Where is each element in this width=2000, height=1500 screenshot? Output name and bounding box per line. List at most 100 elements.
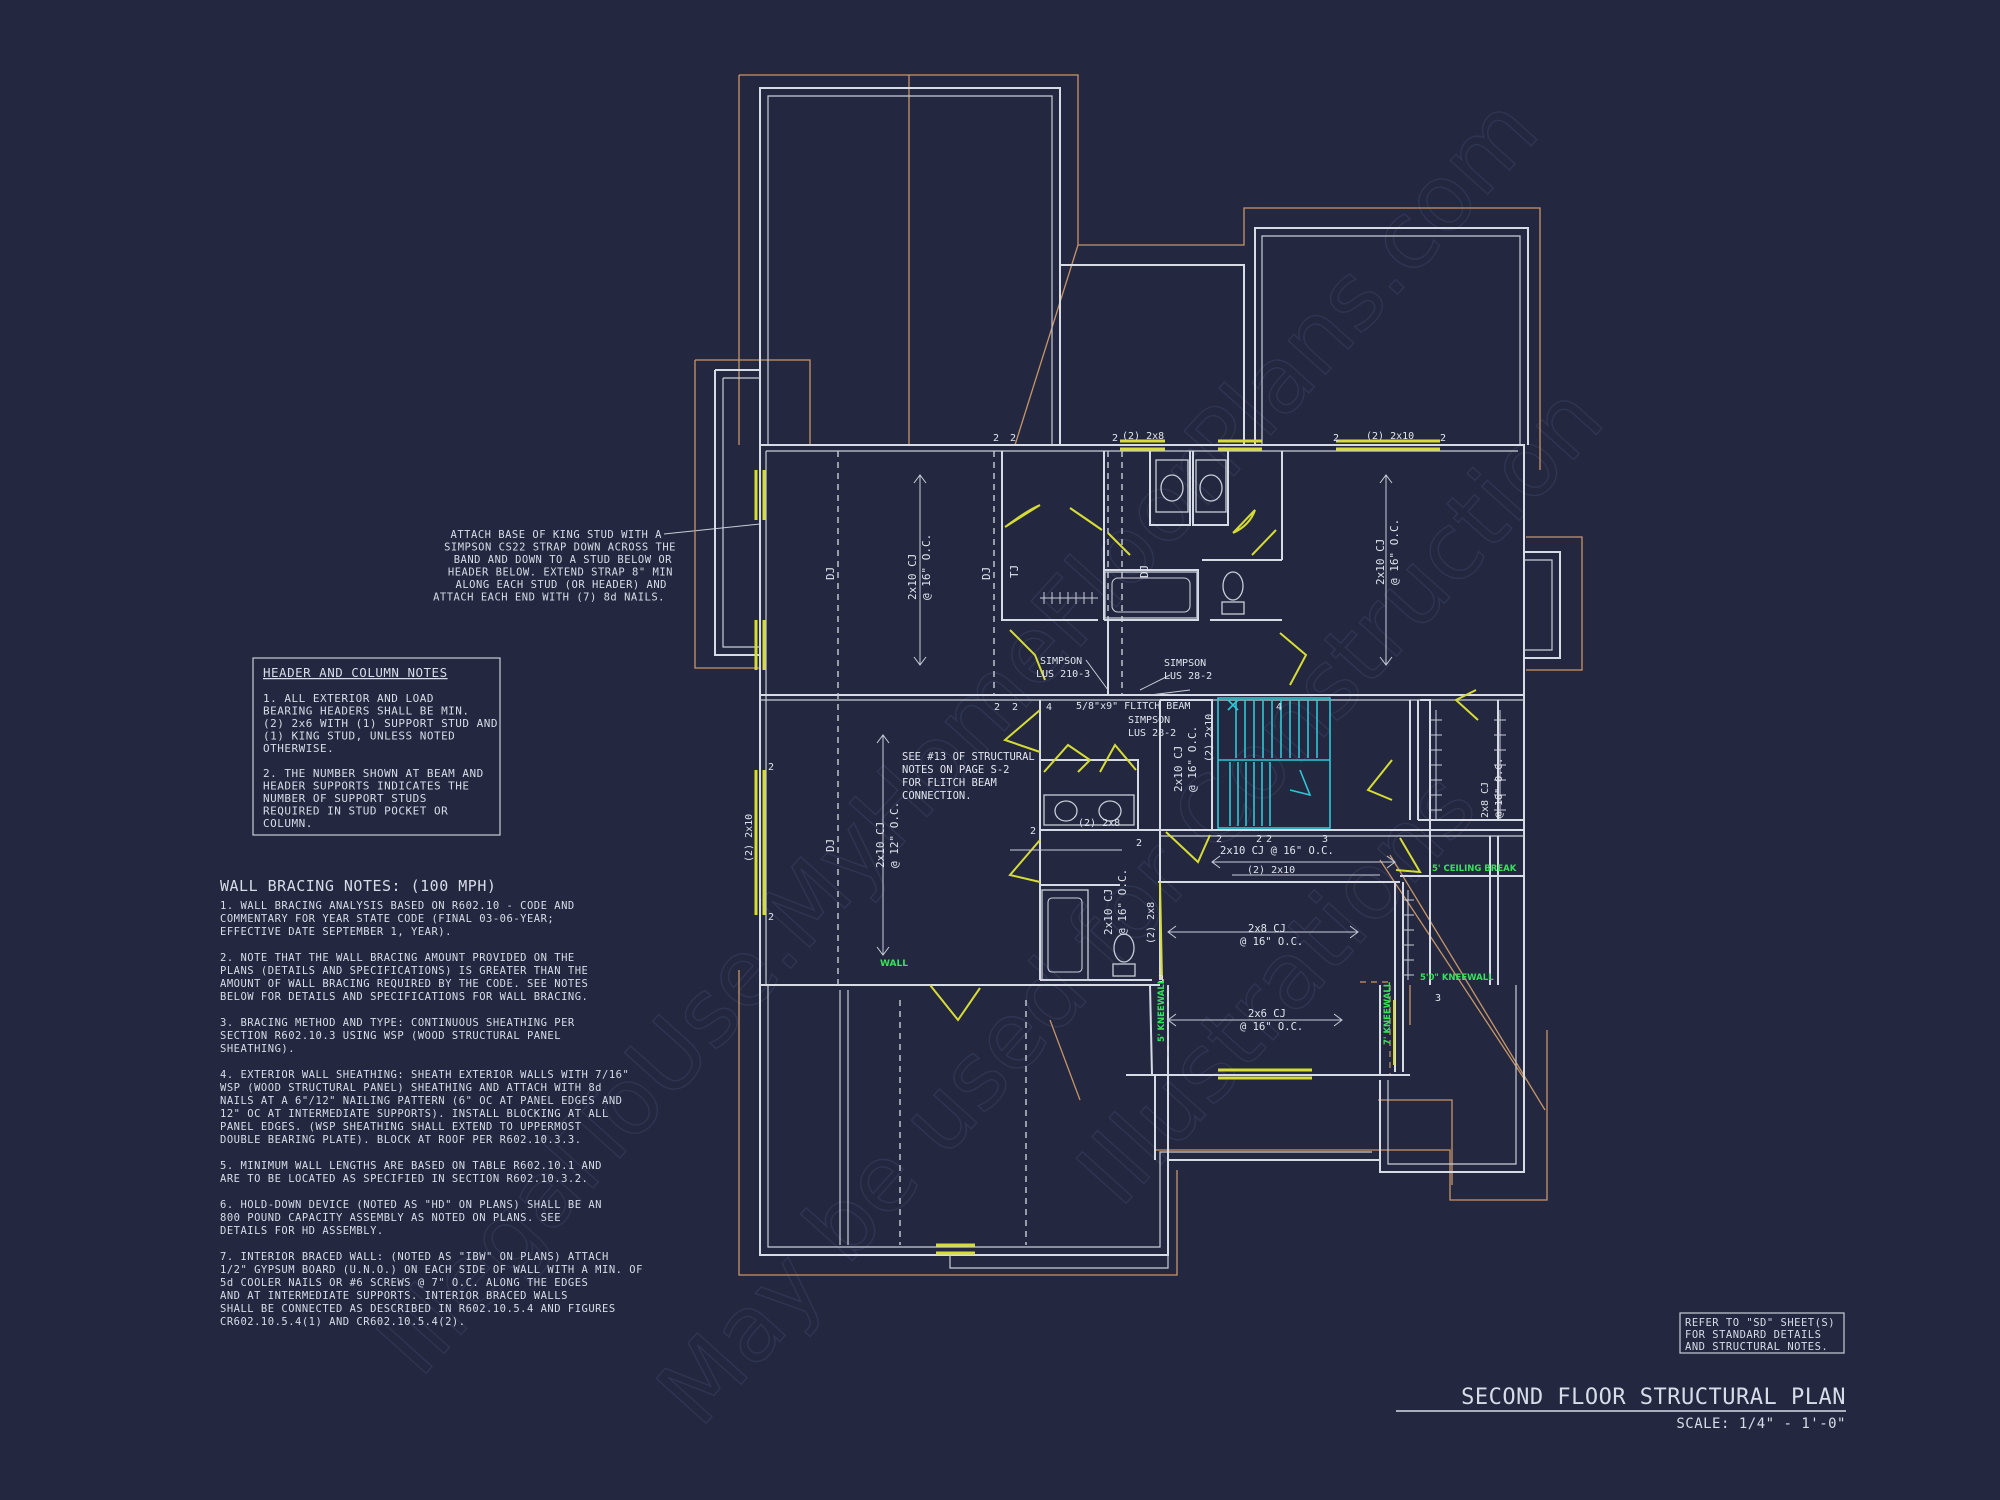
stair bbox=[1217, 697, 1331, 829]
wall bbox=[1149, 984, 1153, 1076]
wall-bracing-line: ARE TO BE LOCATED AS SPECIFIED IN SECTIO… bbox=[220, 1173, 588, 1185]
kneewall-note: 7' KNEEWALL bbox=[1383, 981, 1393, 1045]
king-stud-note-line: BAND AND DOWN TO A STUD BELOW OR bbox=[454, 554, 672, 566]
joist-spacing-label: @ 16" O.C. bbox=[1494, 758, 1505, 818]
joist-label: 2x10 CJ bbox=[1102, 889, 1115, 935]
wall-bracing-line: 6. HOLD-DOWN DEVICE (NOTED AS "HD" ON PL… bbox=[220, 1199, 602, 1211]
interior-walls bbox=[760, 451, 1524, 1160]
stud-count: 2 bbox=[1266, 834, 1272, 845]
king-stud-note-line: ATTACH EACH END WITH (7) 8d NAILS. bbox=[433, 592, 665, 604]
joist-label: 2x10 CJ bbox=[1172, 746, 1185, 792]
stud-count: 3 bbox=[1435, 993, 1441, 1004]
wall-bracing-line: PANEL EDGES. (WSP SHEATHING SHALL EXTEND… bbox=[220, 1121, 582, 1133]
door-swing bbox=[1232, 509, 1256, 534]
wall-bracing-line: 3. BRACING METHOD AND TYPE: CONTINUOUS S… bbox=[220, 1017, 575, 1029]
door-swing bbox=[1279, 632, 1308, 686]
roof-line bbox=[739, 74, 1541, 470]
plan-title: SECOND FLOOR STRUCTURAL PLAN bbox=[1461, 1385, 1846, 1410]
simpson-label: LUS 210-3 bbox=[1036, 669, 1090, 680]
leader-line bbox=[1085, 659, 1109, 691]
wall-bracing-line: AMOUNT OF WALL BRACING REQUIRED BY THE C… bbox=[220, 978, 588, 990]
simpson-label: SIMPSON bbox=[1164, 658, 1206, 669]
roof-line bbox=[1014, 244, 1079, 446]
notes-box bbox=[252, 657, 501, 836]
king-stud-note-line: HEADER BELOW. EXTEND STRAP 8" MIN bbox=[448, 567, 673, 579]
wall bbox=[1379, 985, 1525, 1173]
joist-label: 2x8 CJ bbox=[1480, 782, 1491, 818]
wall-bracing-line: DOUBLE BEARING PLATE). BLOCK AT ROOF PER… bbox=[220, 1134, 582, 1146]
ceiling-break-note: 5' CEILING BREAK bbox=[1432, 864, 1517, 874]
wall-note: WALL bbox=[880, 959, 908, 969]
stud-count: 2 bbox=[1012, 702, 1018, 713]
joist-spacing-label: @ 16" O.C. bbox=[920, 534, 933, 600]
wall-bracing-line: CR602.10.5.4(1) AND CR602.10.5.4(2). bbox=[220, 1316, 466, 1328]
wall bbox=[767, 985, 1372, 1248]
stud-count: 3 bbox=[1158, 974, 1164, 985]
joist-spacing-label: @ 16" O.C. bbox=[1186, 726, 1199, 792]
stud-count: 2 bbox=[768, 912, 774, 923]
wall bbox=[949, 1255, 1169, 1269]
stair-treads bbox=[1229, 700, 1318, 826]
roof-line bbox=[1360, 981, 1391, 1075]
stud-count: 2 bbox=[768, 762, 774, 773]
wall bbox=[1420, 699, 1431, 985]
window bbox=[754, 620, 766, 670]
header-label: (2) 2x8 bbox=[1146, 902, 1157, 944]
door-swing bbox=[1009, 629, 1046, 681]
wall-bracing-notes: WALL BRACING NOTES: (100 MPH) 1. WALL BR… bbox=[220, 877, 643, 1328]
header-note-line: BEARING HEADERS SHALL BE MIN. bbox=[263, 705, 470, 718]
plumbing-fixtures bbox=[1041, 459, 1245, 981]
header-note-line: OTHERWISE. bbox=[263, 742, 334, 755]
refer-box bbox=[1679, 1312, 1845, 1354]
dj-label: DJ bbox=[1138, 565, 1151, 578]
wall-bracing-line: 4. EXTERIOR WALL SHEATHING: SHEATH EXTER… bbox=[220, 1069, 629, 1081]
king-stud-note-line: ALONG EACH STUD (OR HEADER) AND bbox=[456, 579, 667, 591]
joist-label: 2x6 CJ bbox=[1248, 1008, 1286, 1020]
plan-scale: SCALE: 1/4" - 1'-0" bbox=[1676, 1416, 1846, 1432]
wall-bracing-line: EFFECTIVE DATE SEPTEMBER 1, YEAR). bbox=[220, 926, 452, 938]
sink-basin-icon bbox=[1054, 800, 1078, 822]
header-note-line: HEADER SUPPORTS INDICATES THE bbox=[263, 780, 470, 793]
plan-labels: (2) 2x8 (2) 2x10 2x10 CJ @ 16" O.C. 2x10… bbox=[744, 431, 1517, 1045]
king-stud-note: ATTACH BASE OF KING STUD WITH A SIMPSON … bbox=[433, 523, 761, 604]
door-swing bbox=[1454, 689, 1479, 721]
exterior-walls bbox=[714, 87, 1561, 1269]
joist-row-label: 2x10 CJ @ 16" O.C. bbox=[1220, 845, 1334, 857]
stud-count: 2 bbox=[1136, 838, 1142, 849]
roof-line bbox=[694, 360, 760, 669]
sink-icon bbox=[1195, 459, 1227, 513]
refer-line: FOR STANDARD DETAILS bbox=[1685, 1329, 1821, 1341]
joist-label: 2x10 CJ bbox=[874, 822, 887, 868]
title-block: SECOND FLOOR STRUCTURAL PLAN SCALE: 1/4"… bbox=[1396, 1385, 1846, 1432]
leader-line bbox=[663, 523, 761, 535]
roof-outline bbox=[694, 74, 1583, 1276]
dj-label: DJ bbox=[824, 567, 837, 580]
header-note-line: (2) 2x6 WITH (1) SUPPORT STUD AND bbox=[263, 717, 498, 730]
wall-bracing-line: BELOW FOR DETAILS AND SPECIFICATIONS FOR… bbox=[220, 991, 588, 1003]
header-notes-title: HEADER AND COLUMN NOTES bbox=[263, 665, 448, 680]
closet-shelving bbox=[1040, 592, 1506, 980]
wall bbox=[1160, 699, 1213, 830]
wall-bracing-line: 5. MINIMUM WALL LENGTHS ARE BASED ON TAB… bbox=[220, 1160, 602, 1172]
wall bbox=[760, 444, 1525, 985]
stud-count: 2 bbox=[993, 433, 999, 444]
wall bbox=[1149, 451, 1191, 526]
wall-bracing-line: 5d COOLER NAILS OR #6 SCREWS @ 7" O.C. A… bbox=[220, 1277, 588, 1289]
roof-line bbox=[738, 970, 1178, 1276]
wall-bracing-line: AND AT INTERMEDIATE SUPPORTS. INTERIOR B… bbox=[220, 1290, 568, 1302]
header-note-line: NUMBER OF SUPPORT STUDS bbox=[263, 792, 427, 805]
wall-bracing-line: SHALL BE CONNECTED AS DESCRIBED IN R602.… bbox=[220, 1303, 616, 1315]
wall bbox=[839, 990, 849, 1245]
stud-count: 2 bbox=[1112, 433, 1118, 444]
leader-line bbox=[1139, 674, 1171, 691]
dimension-arrow bbox=[876, 734, 890, 956]
bathtub-icon bbox=[1104, 571, 1198, 619]
header-label: (2) 2x10 bbox=[1247, 865, 1295, 876]
wall-bracing-line: 1/2" GYPSUM BOARD (U.N.O.) ON EACH SIDE … bbox=[220, 1264, 643, 1276]
wall bbox=[1104, 569, 1199, 621]
wall bbox=[1192, 451, 1229, 526]
toilet-tank-icon bbox=[1221, 601, 1245, 615]
stud-count: 2 bbox=[1256, 834, 1262, 845]
dimension-arrow bbox=[1167, 925, 1359, 939]
dimension-lines bbox=[876, 474, 1396, 1027]
